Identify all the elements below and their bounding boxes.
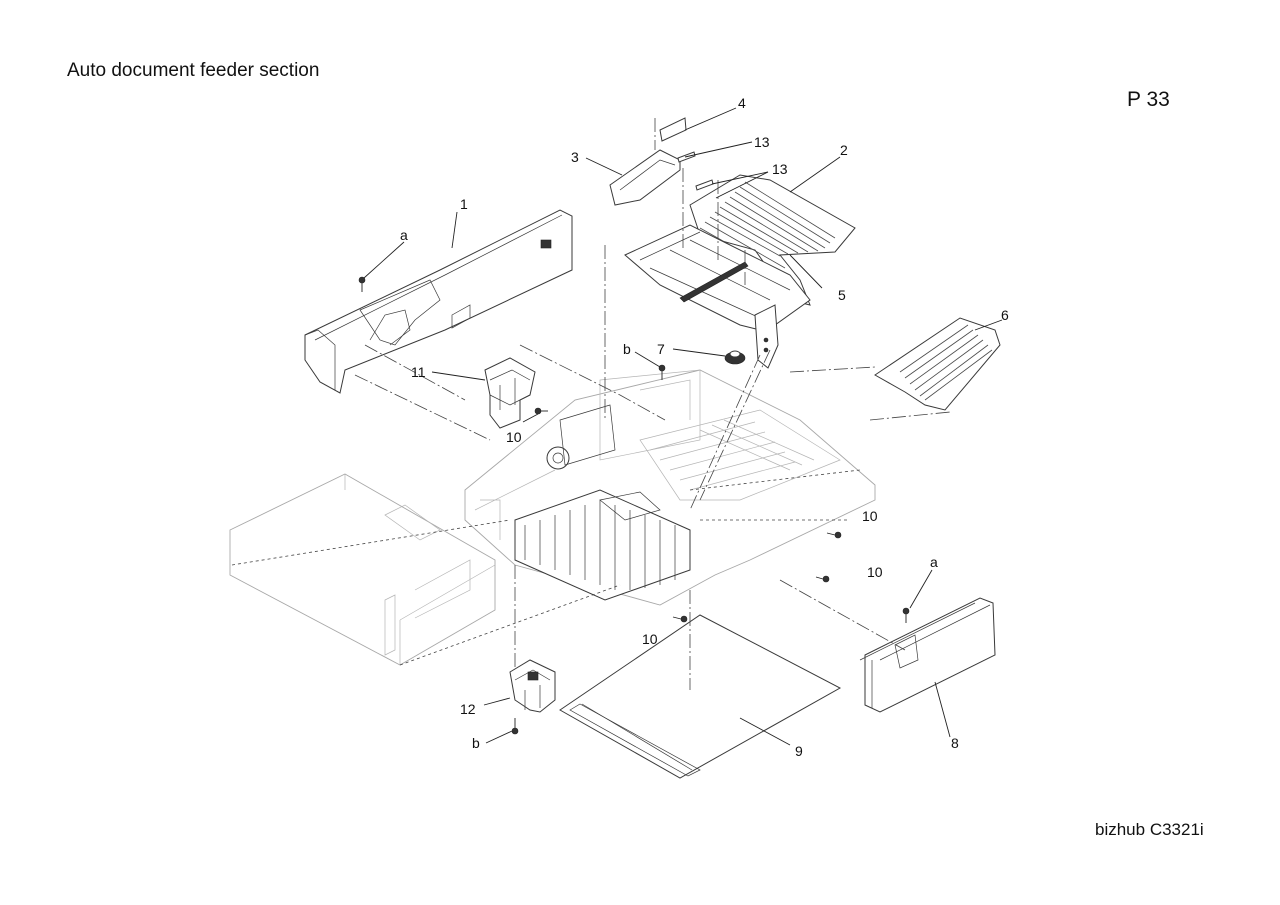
callout-13-b: 13 xyxy=(772,161,788,177)
callout-b-lower: b xyxy=(472,735,480,751)
screws xyxy=(358,276,910,735)
part-4-label-plate xyxy=(659,117,687,142)
callout-labels: 1 2 3 4 5 6 7 8 9 10 10 10 10 11 12 13 1… xyxy=(400,95,1009,759)
callout-10-c: 10 xyxy=(867,564,883,580)
callout-6: 6 xyxy=(1001,307,1009,323)
part-3-paper-guide xyxy=(609,149,681,206)
section-title: Auto document feeder section xyxy=(67,60,320,81)
screw-a-left xyxy=(358,276,366,292)
callout-10-a: 10 xyxy=(506,429,522,445)
part-12-hinge xyxy=(509,659,556,713)
screw-b-upper xyxy=(658,364,666,380)
callout-3: 3 xyxy=(571,149,579,165)
callout-5: 5 xyxy=(838,287,846,303)
callout-4: 4 xyxy=(738,95,746,111)
callout-a-left: a xyxy=(400,227,408,243)
part-6-exit-guide xyxy=(874,317,1001,411)
callout-13-a: 13 xyxy=(754,134,770,150)
screw-10-2 xyxy=(826,531,842,539)
callout-8: 8 xyxy=(951,735,959,751)
part-11-hinge xyxy=(484,357,536,429)
adf-left-cover-assembly xyxy=(229,473,496,666)
screw-10-1 xyxy=(534,407,548,415)
callout-1: 1 xyxy=(460,196,468,212)
feed-roller-assembly xyxy=(514,404,691,601)
screw-b-lower xyxy=(511,718,519,735)
assembly-lines xyxy=(231,118,951,690)
part-1-rear-cover xyxy=(304,209,573,394)
leader-lines xyxy=(363,107,1003,746)
screw-a-right xyxy=(902,607,910,623)
part-7-gear xyxy=(724,350,746,365)
callout-7: 7 xyxy=(657,341,665,357)
callout-10-d: 10 xyxy=(642,631,658,647)
screw-10-4 xyxy=(672,615,688,623)
model-name: bizhub C3321i xyxy=(1095,820,1204,839)
callout-b-upper: b xyxy=(623,341,631,357)
callout-10-b: 10 xyxy=(862,508,878,524)
callout-2: 2 xyxy=(840,142,848,158)
part-5-tray-base xyxy=(624,224,811,369)
page-number: P 33 xyxy=(1127,88,1170,111)
part-8-front-cover xyxy=(859,597,996,713)
callout-9: 9 xyxy=(795,743,803,759)
callout-11: 11 xyxy=(411,364,426,380)
screw-10-3 xyxy=(815,575,830,583)
callout-12: 12 xyxy=(460,701,476,717)
part-9-document-mat xyxy=(559,614,842,779)
callout-a-right: a xyxy=(930,554,938,570)
